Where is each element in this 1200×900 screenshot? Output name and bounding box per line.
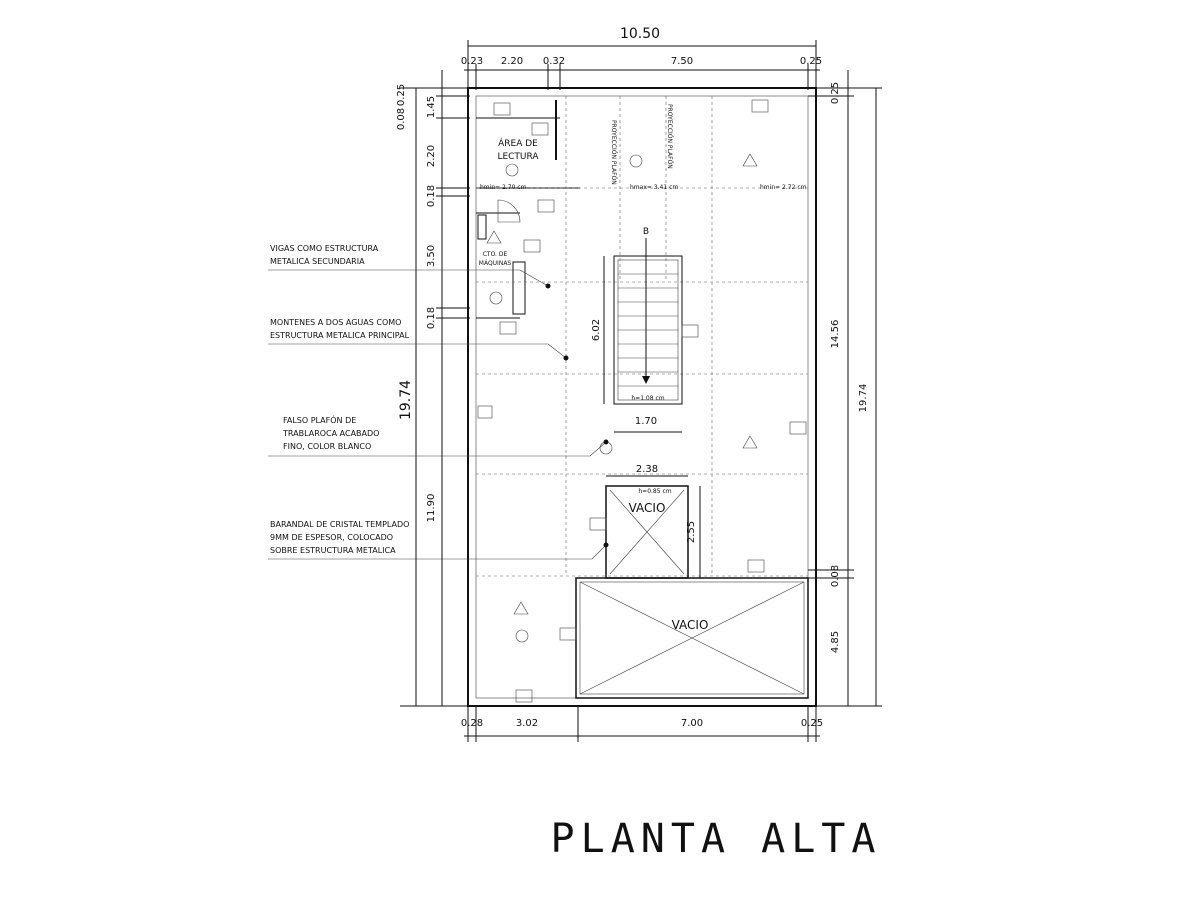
large-void: VACIO [575, 577, 809, 699]
note-1-line-1: VIGAS COMO ESTRUCTURA [270, 244, 379, 253]
right-seg-2: 14.56 [830, 320, 841, 349]
outlet-box-icon [681, 324, 699, 338]
outlet-box-icon [559, 627, 577, 641]
door-swing [497, 199, 521, 223]
hmin-right: hmin= 2.72 cm [760, 184, 807, 191]
note-4-line-1: BARANDAL DE CRISTAL TEMPLADO [270, 520, 409, 529]
note-4-line-3: SOBRE ESTRUCTURA METALICA [270, 546, 396, 555]
bottom-seg-1: 0.28 [461, 718, 483, 729]
note-3-line-1: FALSO PLAFÓN DE [283, 414, 356, 425]
note-1-line-2: METALICA SECUNDARIA [270, 257, 365, 266]
hmax: hmax= 3.41 cm [630, 184, 678, 191]
top-total-dim: 10.50 [620, 26, 660, 42]
machine-unit [477, 214, 487, 240]
light-fixture-icon [629, 154, 643, 168]
reading-area-label-1: ÁREA DE [498, 137, 538, 149]
void-depth-dim: 2.55 [686, 521, 697, 543]
left-seg-4: 2.20 [426, 145, 437, 167]
outlet-box-icon [531, 122, 549, 136]
note-3-line-2: TRABLAROCA ACABADO [282, 429, 379, 438]
room-labels: ÁREA DE LECTURA CTO. DE MÁQUINAS PROYECC… [479, 104, 807, 267]
exterior-wall [467, 87, 817, 707]
top-seg-4: 7.50 [671, 56, 693, 67]
bottom-seg-2: 3.02 [516, 718, 538, 729]
machine-room-wall [512, 261, 526, 315]
top-seg-5: 0.25 [800, 56, 822, 67]
hmin-left: hmin= 2.70 cm [480, 184, 527, 191]
right-seg-4: 4.85 [830, 631, 841, 653]
note-3-line-3: FINO, COLOR BLANCO [283, 442, 371, 451]
small-void: 2.38 VACIO h=0.85 cm 2.55 [605, 464, 701, 579]
annotation-leaders [268, 269, 609, 560]
stair-mark: B [643, 227, 649, 237]
projection-label-2: PROYECCIÓN PLAFÓN [666, 104, 673, 169]
left-seg-1: 0.25 [396, 84, 407, 106]
outlet-box-icon [751, 99, 769, 113]
arrow-down-icon [642, 376, 650, 384]
left-seg-8: 11.90 [426, 494, 437, 523]
staircase: B h=1.08 cm 6.02 1.70 [591, 227, 683, 433]
bottom-seg-3: 7.00 [681, 718, 703, 729]
reading-area-label-2: LECTURA [497, 152, 539, 162]
note-2-line-1: MONTENES A DOS AGUAS COMO [270, 318, 401, 327]
bottom-dimensions: 0.28 3.02 7.00 0.25 [461, 706, 823, 742]
void-height: h=0.85 cm [638, 488, 671, 495]
top-seg-3: 0.32 [543, 56, 565, 67]
top-seg-2: 2.20 [501, 56, 523, 67]
structural-grid [476, 96, 808, 577]
outlet-box-icon [493, 102, 511, 116]
left-seg-3: 1.45 [426, 96, 437, 118]
top-seg-1: 0.23 [461, 56, 483, 67]
right-total-dim: 19.74 [858, 384, 869, 413]
outlet-box-icon [477, 405, 493, 419]
projection-label-1: PROYECCIÓN PLAFÓN [610, 120, 617, 185]
right-seg-1: 0.25 [830, 82, 841, 104]
stair-height: h=1.08 cm [631, 395, 664, 402]
void-label-small: VACIO [629, 501, 666, 515]
note-2-line-2: ESTRUCTURA METALICA PRINCIPAL [270, 331, 410, 340]
outlet-box-icon [523, 239, 541, 253]
stair-steps [618, 273, 678, 387]
leader-dot [603, 439, 609, 445]
fixture-symbols [477, 99, 807, 703]
light-fixture-icon [489, 291, 503, 305]
bottom-seg-4: 0.25 [801, 718, 823, 729]
outlet-box-icon [515, 689, 533, 703]
left-seg-5: 0.18 [426, 185, 437, 207]
void-label-large: VACIO [672, 618, 709, 632]
top-dimensions: 10.50 0.23 2.20 0.32 7.50 0.25 [461, 26, 822, 90]
left-seg-6: 3.50 [426, 245, 437, 267]
right-dimensions: 0.25 14.56 0.08 4.85 19.74 [808, 70, 882, 707]
light-fixture-icon [505, 163, 519, 177]
left-total-dim: 19.74 [398, 380, 414, 420]
machine-room-label-2: MÁQUINAS [479, 260, 512, 267]
outlet-box-icon [589, 517, 607, 531]
machine-room-label-1: CTO. DE [483, 251, 508, 258]
triangle-marker-icon [742, 435, 758, 449]
stair-length-dim: 6.02 [591, 319, 602, 341]
outlet-box-icon [747, 559, 765, 573]
outlet-box-icon [499, 321, 517, 335]
annotation-notes: VIGAS COMO ESTRUCTURA METALICA SECUNDARI… [270, 244, 410, 555]
leader-dot [563, 355, 569, 361]
leader-dot [545, 283, 551, 289]
stair-width-dim: 1.70 [635, 416, 657, 427]
left-dimensions: 19.74 0.25 0.08 1.45 2.20 0.18 3.50 0.18… [396, 70, 470, 707]
light-fixture-icon [515, 629, 529, 643]
note-4-line-2: 9MM DE ESPESOR, COLOCADO [270, 533, 393, 542]
triangle-marker-icon [486, 230, 502, 244]
void-width-dim: 2.38 [636, 464, 658, 475]
leader-dot [603, 542, 609, 548]
outlet-box-icon [537, 199, 555, 213]
triangle-marker-icon [742, 153, 758, 167]
right-seg-3: 0.08 [830, 565, 841, 587]
left-seg-2: 0.08 [396, 108, 407, 130]
outlet-box-icon [789, 421, 807, 435]
left-seg-7: 0.18 [426, 307, 437, 329]
triangle-marker-icon [513, 601, 529, 615]
drawing-title: PLANTA ALTA [551, 816, 882, 862]
